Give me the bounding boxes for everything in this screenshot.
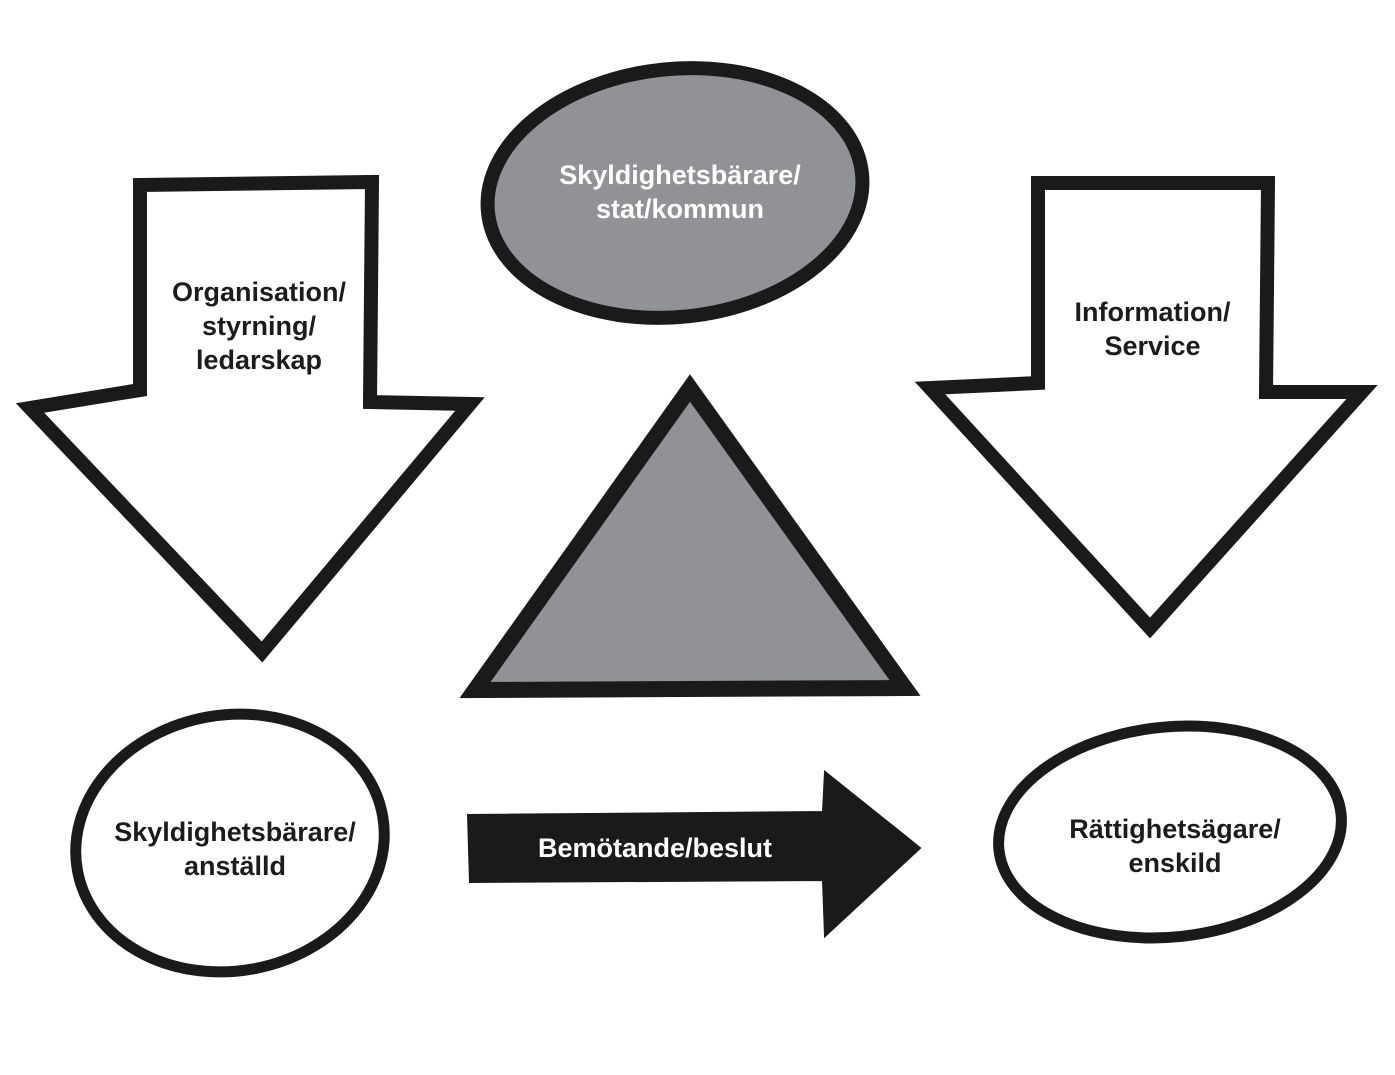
top-ellipse-line-1: Skyldighetsbärare/ xyxy=(559,160,801,190)
bottom-left-line-1: Skyldighetsbärare/ xyxy=(114,817,356,847)
bottom-left-circle xyxy=(70,708,390,978)
right-arrow-line-2: Service xyxy=(1104,331,1201,361)
left-arrow-line-1: Organisation/ xyxy=(171,277,347,307)
top-ellipse-label: Skyldighetsbärare/ stat/kommun xyxy=(530,158,830,226)
bottom-right-circle xyxy=(993,720,1347,944)
right-arrow-line-1: Information/ xyxy=(1074,297,1231,327)
left-arrow-line-2: styrning/ xyxy=(201,311,316,341)
center-triangle xyxy=(459,374,921,699)
right-down-arrow xyxy=(914,176,1378,639)
left-arrow-line-3: ledarskap xyxy=(195,345,323,375)
left-down-arrow xyxy=(15,174,485,663)
bottom-right-circle-label: Rättighetsägare/ enskild xyxy=(1035,812,1315,880)
bottom-arrow-label: Bemötande/beslut xyxy=(500,831,810,865)
bottom-right-line-1: Rättighetsägare/ xyxy=(1069,814,1281,844)
bottom-left-line-2: anställd xyxy=(183,851,287,881)
right-arrow-label: Information/ Service xyxy=(1040,295,1265,363)
bottom-right-arrow xyxy=(466,769,922,939)
bottom-right-line-2: enskild xyxy=(1128,848,1222,878)
bottom-arrow-text: Bemötande/beslut xyxy=(537,833,773,863)
top-ellipse-line-2: stat/kommun xyxy=(595,194,765,224)
left-arrow-label: Organisation/ styrning/ ledarskap xyxy=(140,275,378,377)
top-ellipse xyxy=(480,61,870,325)
bottom-left-circle-label: Skyldighetsbärare/ anställd xyxy=(90,815,380,883)
